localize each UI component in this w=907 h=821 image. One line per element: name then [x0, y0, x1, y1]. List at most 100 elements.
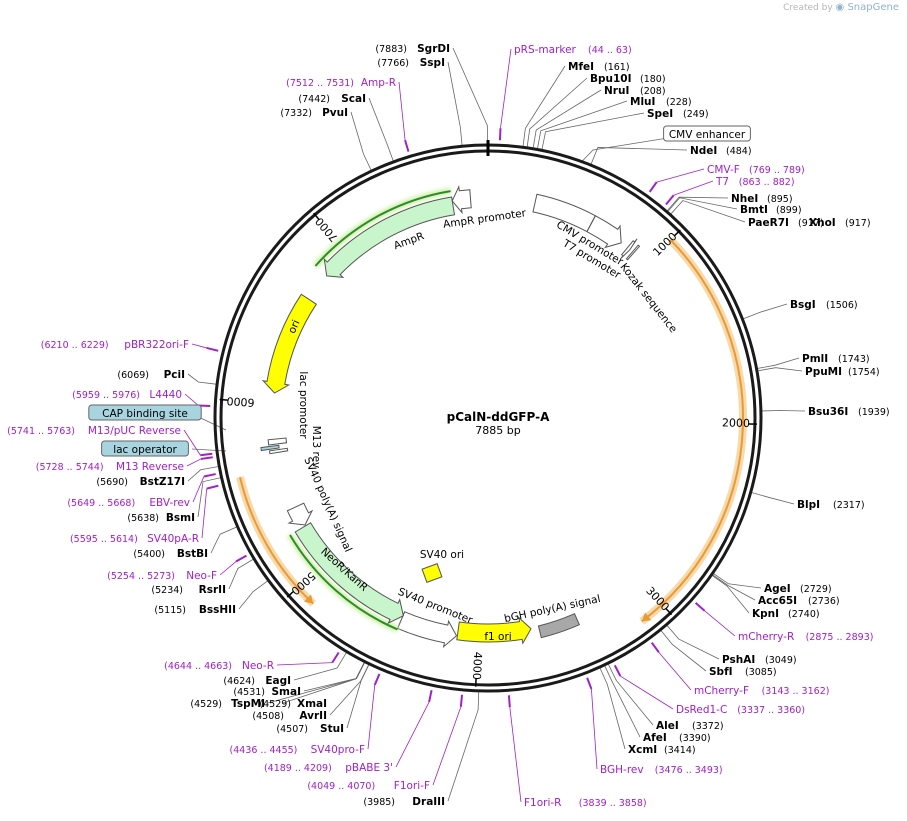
primer-leader-m13-puc-reverse — [183, 429, 201, 456]
primer-sv40pro-f[interactable]: SV40pro-F(4436 .. 4455) — [230, 744, 365, 756]
site-position: (5115) — [154, 605, 186, 616]
leader-bsu36i — [760, 410, 806, 412]
site-avrii[interactable]: AvrII(4508) — [252, 710, 327, 722]
site-name: PpuMI — [805, 366, 842, 378]
primer-ebv-rev[interactable]: EBV-rev(5649 .. 5668) — [67, 497, 190, 509]
boxed-label-cmv-enhancer: CMV enhancer — [669, 129, 746, 141]
primer-mark-sv40pa-r — [206, 484, 219, 490]
site-nhei[interactable]: NheI(895) — [731, 193, 793, 205]
tick-label-4000: 4000 — [470, 651, 484, 680]
leader-bsmi — [197, 477, 222, 518]
site-pshai[interactable]: PshAI(3049) — [722, 654, 797, 666]
site-position: (1939) — [858, 407, 890, 418]
site-bsgi[interactable]: BsgI(1506) — [790, 299, 858, 311]
primer-l4440[interactable]: L4440(5959 .. 5976) — [72, 389, 182, 401]
site-scai[interactable]: ScaI(7442) — [298, 93, 366, 105]
site-bstz17i[interactable]: BstZ17I(5690) — [96, 476, 185, 488]
site-name: BsmI — [166, 512, 195, 524]
site-agei[interactable]: AgeI(2729) — [764, 583, 832, 595]
site-sbfi[interactable]: SbfI(3085) — [709, 666, 777, 678]
site-name: NdeI — [690, 145, 717, 157]
primer-neo-f[interactable]: Neo-F(5254 .. 5273) — [107, 570, 217, 582]
site-spei[interactable]: SpeI(249) — [647, 108, 709, 120]
primer-mark-amp-r — [404, 139, 410, 152]
tick-mark-6000 — [219, 398, 228, 401]
site-xcmi[interactable]: XcmI(3414) — [628, 744, 696, 756]
site-bstbi[interactable]: BstBI(5400) — [133, 548, 208, 560]
site-pcii[interactable]: PciI(6069) — [117, 369, 185, 381]
primer-name: CMV-F — [707, 164, 740, 176]
snapgene-logo: ◉ SnapGene — [835, 2, 899, 13]
site-rsrii[interactable]: RsrII(5234) — [151, 584, 226, 596]
primer-mcherry-r[interactable]: mCherry-R(2875 .. 2893) — [738, 631, 873, 643]
site-xhoi[interactable]: XhoI(917) — [809, 217, 871, 229]
site-bpu10i[interactable]: Bpu10I(180) — [590, 73, 666, 85]
site-ndei[interactable]: NdeI(484) — [690, 145, 752, 157]
site-smai[interactable]: SmaI(4531) — [233, 686, 301, 698]
site-sgrdi[interactable]: SgrDI(7883) — [375, 43, 450, 55]
site-kpni[interactable]: KpnI(2740) — [752, 608, 820, 620]
site-nrui[interactable]: NruI(208) — [604, 85, 666, 97]
tick-mark-5000 — [286, 591, 294, 598]
primer-name: M13/pUC Reverse — [88, 425, 181, 437]
site-bsu36i[interactable]: Bsu36I(1939) — [808, 406, 890, 418]
site-bsmi[interactable]: BsmI(5638) — [127, 512, 195, 524]
primer-f1ori-r[interactable]: F1ori-R(3839 .. 3858) — [524, 797, 647, 809]
site-name: XhoI — [809, 217, 836, 229]
feature-cmv-promoter — [586, 215, 622, 249]
site-draiii[interactable]: DraIII(3985) — [363, 796, 445, 808]
site-tspmi[interactable]: TspMI(4529) — [190, 698, 265, 710]
primer-mark-sv40pro-f — [373, 673, 381, 686]
primer-m13-puc-reverse[interactable]: M13/pUC Reverse (5741 .. 5763) — [7, 425, 181, 437]
feature-label-m13-rev: M13 rev — [310, 426, 322, 469]
site-alei[interactable]: AleI(3372) — [656, 720, 724, 732]
feature-label-lac-promoter: lac promoter — [297, 371, 309, 439]
site-pvui[interactable]: PvuI(7332) — [280, 107, 348, 119]
site-name: RsrII — [199, 584, 226, 596]
site-paer7i[interactable]: PaeR7I(917) — [748, 217, 824, 229]
primer-m13-reverse[interactable]: M13 Reverse(5728 .. 5744) — [36, 461, 184, 473]
primer-prs-marker[interactable]: pRS-marker(44 .. 63) — [514, 44, 632, 56]
site-blpi[interactable]: BlpI(2317) — [797, 499, 865, 511]
label-box-cap-binding-site — [88, 404, 202, 421]
primer-mcherry-f[interactable]: mCherry-F(3143 .. 3162) — [694, 685, 829, 697]
feature-label-f1-ori: f1 ori — [484, 631, 511, 643]
site-xmai[interactable]: XmaI(4529) — [259, 698, 327, 710]
primer-name: Neo-F — [186, 570, 217, 582]
leader-kpni — [711, 574, 750, 614]
site-afei[interactable]: AfeI(3390) — [643, 732, 711, 744]
feature-label-bgh-poly-a-signal: bGH poly(A) signal — [503, 593, 601, 625]
feature-f1-ori — [456, 616, 532, 645]
site-ppumi[interactable]: PpuMI(1754) — [805, 366, 880, 378]
site-sspi[interactable]: SspI(7766) — [377, 57, 445, 69]
primer-mark-f1ori-f — [459, 694, 464, 707]
site-mlui[interactable]: MluI(228) — [630, 96, 692, 108]
primer-bgh-rev[interactable]: BGH-rev(3476 .. 3493) — [600, 764, 723, 776]
primer-dsred1-c[interactable]: DsRed1-C(3337 .. 3360) — [676, 704, 805, 716]
site-position: (4529) — [259, 699, 291, 710]
primer-leader-pbr322ori-f — [191, 343, 207, 349]
primer-pbr322ori-f[interactable]: pBR322ori-F(6210 .. 6229) — [41, 339, 189, 351]
primer-neo-r[interactable]: Neo-R(4644 .. 4663) — [164, 660, 274, 672]
tick-label-7000: 7000 — [313, 215, 341, 245]
site-pmli[interactable]: PmlI(1743) — [802, 353, 870, 365]
primer-amp-r[interactable]: Amp-R(7512 .. 7531) — [286, 77, 396, 89]
primer-name: pBR322ori-F — [124, 339, 189, 351]
leader-pmli — [756, 357, 800, 370]
primer-mark-neo-f — [235, 554, 247, 563]
primer-cmv-f[interactable]: CMV-F(769 .. 789) — [707, 164, 805, 176]
primer-t7[interactable]: T7(863 .. 882) — [715, 176, 795, 188]
primer-f1ori-f[interactable]: F1ori-F(4049 .. 4070) — [307, 780, 430, 792]
site-bsshii[interactable]: BssHII(5115) — [154, 604, 236, 616]
site-mfei[interactable]: MfeI(161) — [568, 61, 630, 73]
primer-sv40pa-r[interactable]: SV40pA-R(5595 .. 5614) — [70, 533, 199, 545]
site-stui[interactable]: StuI(4507) — [276, 723, 344, 735]
primer-leader-t7 — [673, 180, 714, 196]
site-eagi[interactable]: EagI(4624) — [223, 675, 291, 687]
primer-range: (5741 .. 5763) — [7, 426, 75, 437]
primer-pbabe-3[interactable]: pBABE 3'(4189 .. 4209) — [264, 762, 393, 774]
site-acc65i[interactable]: Acc65I(2736) — [758, 595, 840, 607]
site-bmti[interactable]: BmtI(899) — [740, 204, 802, 216]
feature-bgh-poly-a-signal — [537, 613, 581, 639]
leader-xcmi — [599, 666, 626, 750]
